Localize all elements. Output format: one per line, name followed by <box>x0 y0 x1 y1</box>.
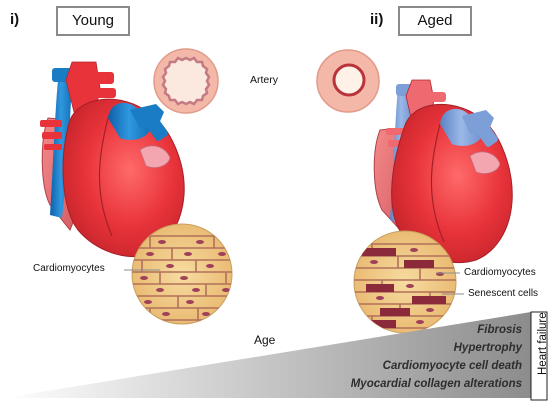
age-ramp <box>4 312 531 398</box>
age-label: Age <box>254 333 276 347</box>
heart-failure-label: Heart failure <box>537 312 549 375</box>
artery-label: Artery <box>250 74 279 86</box>
young-artery <box>153 48 219 114</box>
effect-fibrosis: Fibrosis <box>477 324 522 336</box>
senescent-cells-label: Senescent cells <box>468 288 539 299</box>
young-cardiomyocytes-label: Cardiomyocytes <box>33 263 105 274</box>
aged-artery <box>316 49 380 113</box>
aged-cell-inset <box>353 230 457 334</box>
panel-young-title: Young <box>56 6 130 36</box>
panel-aged-title: Aged <box>398 6 472 36</box>
panel-aged-numeral: ii) <box>370 11 384 28</box>
aged-cardiomyocytes-label: Cardiomyocytes <box>464 267 536 278</box>
young-heart <box>40 61 185 257</box>
heart-failure-box <box>530 311 548 401</box>
young-cell-inset <box>131 223 233 325</box>
effect-cell-death: Cardiomyocyte cell death <box>382 360 522 372</box>
aged-heart <box>373 79 513 263</box>
effect-collagen: Myocardial collagen alterations <box>350 378 522 390</box>
panel-young-numeral: i) <box>10 11 20 28</box>
effect-hypertrophy: Hypertrophy <box>453 342 522 354</box>
